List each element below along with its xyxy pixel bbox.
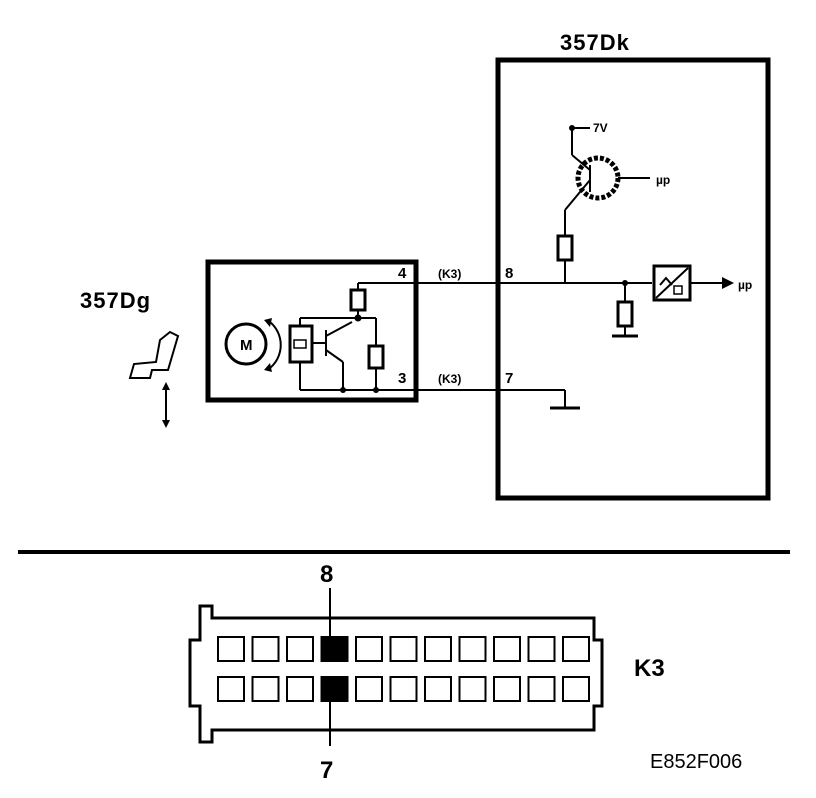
- connector-cavity: [458, 636, 487, 662]
- connector-k3-outline: [188, 604, 604, 744]
- connector-cavity: [527, 676, 556, 702]
- connector-cavity: [562, 636, 590, 662]
- dk-pin-8: 8: [505, 265, 513, 282]
- connector-cavity: [355, 676, 383, 702]
- supply-drop-2: [571, 154, 591, 171]
- connector-cavity: [251, 636, 280, 662]
- sensor-label: 357Dg: [80, 288, 151, 313]
- connector-cavity: [458, 676, 487, 702]
- wire-label-k3-top: (K3): [438, 267, 461, 281]
- supply-label: 7V: [593, 121, 608, 135]
- rotation-arrow-top-icon: [264, 318, 272, 327]
- sensor-node-right-low: [373, 387, 379, 393]
- connector-cavity: [562, 676, 590, 702]
- control-unit-box: [495, 57, 771, 501]
- connector-cavity: [355, 636, 383, 662]
- converter-wave: [659, 276, 673, 286]
- converter-diagonal: [655, 267, 689, 299]
- up-top-label: µp: [656, 173, 670, 187]
- sensor-transistor-collector: [325, 321, 353, 337]
- connector-cavity: [424, 636, 452, 662]
- dk-pin-7: 7: [505, 370, 513, 387]
- sensor-resistor-right: [367, 344, 385, 370]
- connector-cavity-pin-7: [320, 676, 349, 702]
- hall-element-inner: [293, 339, 307, 349]
- rotation-arrow-bottom-icon: [264, 363, 272, 372]
- motor-label: M: [240, 337, 253, 354]
- figure-code: E852F006: [650, 751, 742, 773]
- connector-cavity: [389, 636, 418, 662]
- connector-pin-7-label: 7: [320, 757, 333, 784]
- motor-icon: [224, 322, 268, 366]
- dk-resistor-pulldown: [616, 300, 634, 328]
- connector-cavity: [527, 636, 556, 662]
- seat-arrow-up-icon: [162, 382, 170, 390]
- seat-arrow-down-icon: [162, 420, 170, 428]
- transistor-symbol: [575, 155, 621, 201]
- seat-icon: [128, 330, 180, 379]
- connector-cavity: [217, 676, 245, 702]
- converter-square: [673, 285, 683, 295]
- sensor-box: [205, 259, 419, 403]
- connector-cells: [217, 636, 590, 702]
- connector-cavity: [251, 676, 280, 702]
- sensor-pin-3: 3: [398, 370, 406, 387]
- converter-arrow-icon: [722, 277, 734, 289]
- connector-cavity: [493, 676, 521, 702]
- motor-rotation-icon: [269, 321, 282, 369]
- transistor-emitter: [564, 179, 591, 211]
- connector-pin-8-label: 8: [320, 561, 333, 588]
- sensor-transistor-emitter: [325, 349, 344, 363]
- connector-cavity: [424, 676, 452, 702]
- connector-cavity-pin-8: [320, 636, 349, 662]
- control-unit-label: 357Dk: [560, 30, 630, 55]
- dk-resistor-upper: [556, 234, 574, 262]
- connector-cavity: [493, 636, 521, 662]
- sensor-pin-4: 4: [398, 265, 407, 282]
- up-right-label: µp: [738, 278, 752, 292]
- sensor-resistor-top: [349, 288, 367, 312]
- connector-name-label: K3: [634, 655, 665, 682]
- wire-label-k3-bottom: (K3): [438, 372, 461, 386]
- connector-cavity: [286, 676, 314, 702]
- connector-cavity: [217, 636, 245, 662]
- connector-cavity: [389, 676, 418, 702]
- connector-cavity: [286, 636, 314, 662]
